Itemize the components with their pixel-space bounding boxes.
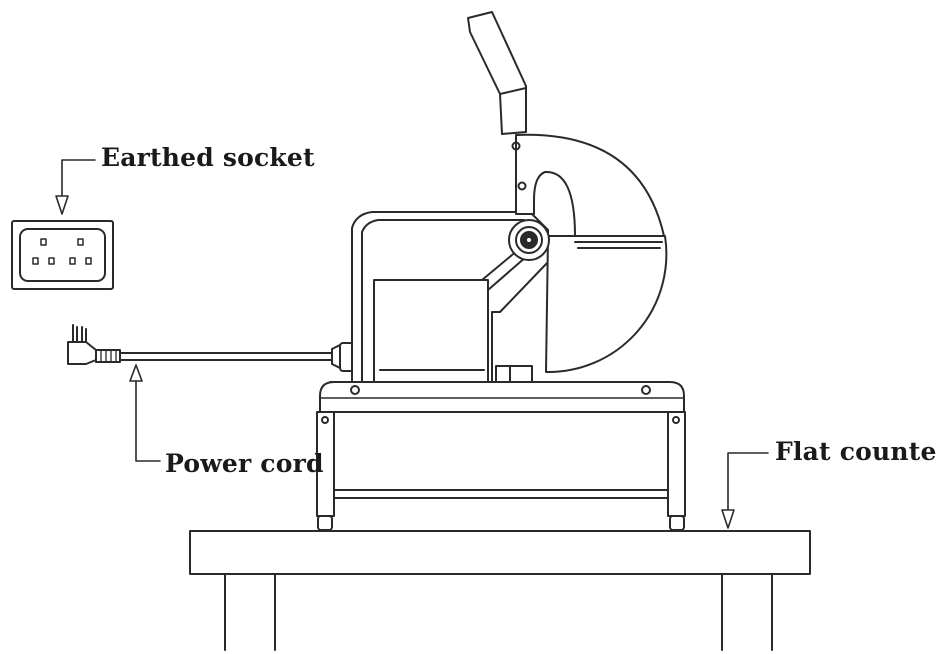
power-cord <box>67 324 355 372</box>
counter-leader-arrow <box>721 452 769 529</box>
flat-counter <box>189 530 811 651</box>
flat-counter-label: Flat counter <box>775 437 937 466</box>
machine-base <box>316 381 686 531</box>
blade-housing <box>495 133 668 383</box>
machine-housing <box>351 211 549 383</box>
pivot-wheel <box>508 219 550 261</box>
socket-leader-arrow <box>55 159 96 215</box>
earthed-socket-label: Earthed socket <box>101 143 315 172</box>
power-cord-label: Power cord <box>165 449 324 478</box>
cord-leader-arrow <box>129 364 161 462</box>
earthed-socket <box>11 220 114 290</box>
handle-lever <box>467 11 527 191</box>
